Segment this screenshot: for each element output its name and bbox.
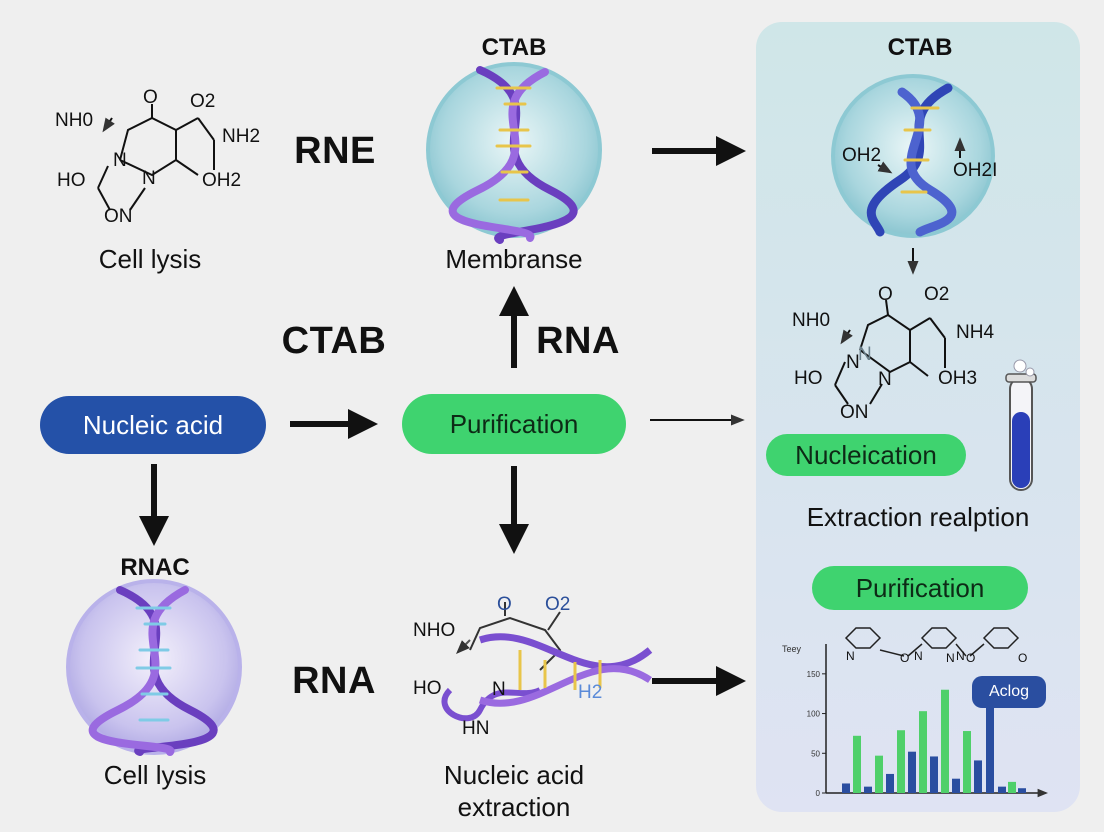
chem-atom: H2 [578,682,602,703]
chem-atom: OH2 [202,170,241,191]
chem-atom: HN [462,718,489,739]
chem-atom: ON [840,402,869,423]
chem-atom: NH0 [55,110,93,131]
caption-membranse: Membranse [445,244,583,274]
chart-bar-green [963,731,971,793]
chem-atom: OH3 [938,368,977,389]
chem-atom: HO [413,678,442,699]
chem-atom: N [858,344,872,365]
label-rna-bottom: RNA [292,660,376,702]
chart-bar-blue [864,786,872,793]
chem-atom: OH2 [842,145,881,166]
chem-atom: N [878,369,892,390]
chart-bar-blue [974,760,982,793]
chem-atom: NH2 [222,126,260,147]
chart-bar-green [941,689,949,793]
pill-nucleication[interactable]: Nucleication [766,434,966,476]
chem-atom: N [142,168,156,189]
label-rna-up: RNA [536,320,620,362]
chem-atom: O2 [545,594,570,615]
chain-atom: N [946,651,955,665]
chem-atom: O2 [924,284,949,305]
chem-atom: NH0 [792,310,830,331]
chart-y-tick-label: 50 [811,749,820,758]
chart-badge-aclog[interactable]: Aclog [972,676,1046,708]
molecule-center [441,602,653,722]
chain-atom: O [966,651,975,665]
chem-atom: O [143,87,158,108]
right-panel [756,22,1080,812]
chain-atom: O [900,651,909,665]
chain-atom: N [846,649,855,663]
mini-ring-chain [844,627,1020,657]
title-rnac: RNAC [120,554,190,581]
title-ctab-right: CTAB [887,34,953,61]
title-ctab-center: CTAB [481,34,547,61]
chem-atom: N [113,150,127,171]
chart-bar-blue [886,773,894,793]
chart-bar-green [875,755,883,793]
chart-bar-green [919,711,927,793]
chain-atom: N [956,649,965,663]
test-tube-icon [1005,359,1037,491]
chem-atom: NH4 [956,322,994,343]
chem-atom: HO [794,368,823,389]
chart-bar-blue [930,756,938,793]
caption-nucleic-acid: Nucleic acid [443,760,585,790]
chart-bar-blue [998,786,1006,793]
caption-cell-lysis-bottom: Cell lysis [103,760,207,790]
caption-cell-lysis-top: Cell lysis [98,244,202,274]
chem-atom: NHO [413,620,455,641]
pill-purification-right[interactable]: Purification [812,566,1028,610]
flow-arrows [139,136,919,696]
chem-atom: O [497,594,512,615]
chain-atom: N [914,649,923,663]
label-rne: RNE [294,130,376,172]
chart-y-tick-label: 100 [807,710,821,719]
dna-helix-right [866,83,957,237]
node-purification[interactable]: Purification [402,394,626,454]
chem-atom: N [846,352,860,373]
chem-atom: O [878,284,893,305]
chem-atom: ON [104,206,133,227]
chem-atom: HO [57,170,86,191]
chem-atom: OH2I [953,160,997,181]
caption-extraction-realption: Extraction realption [806,502,1030,532]
chem-atom: O2 [190,91,215,112]
caption-extraction: extraction [457,792,571,822]
chem-atom: N [492,679,506,700]
chart-bar-green [897,730,905,793]
chain-atom: O [1018,651,1027,665]
molecule-right [834,299,946,405]
chart-bar-blue [842,783,850,793]
chart-y-axis-label: Teey [782,644,802,654]
molecule-left [97,104,215,211]
bar-chart: 0 50 100 150 Teey [782,644,1049,798]
dna-helix-bottom [88,586,218,756]
node-nucleic-acid[interactable]: Nucleic acid [40,396,266,454]
chart-y-tick-label: 0 [816,789,821,798]
dna-helix-top [448,66,578,244]
chart-y-tick-label: 150 [807,670,821,679]
chart-bar-green [1008,781,1016,793]
chart-bar-blue [952,778,960,793]
chart-bar-blue [908,751,916,793]
chart-bar-blue [1018,788,1026,793]
label-ctab-mid: CTAB [281,320,387,362]
chart-bar-blue [986,707,994,793]
chart-bar-green [853,735,861,793]
